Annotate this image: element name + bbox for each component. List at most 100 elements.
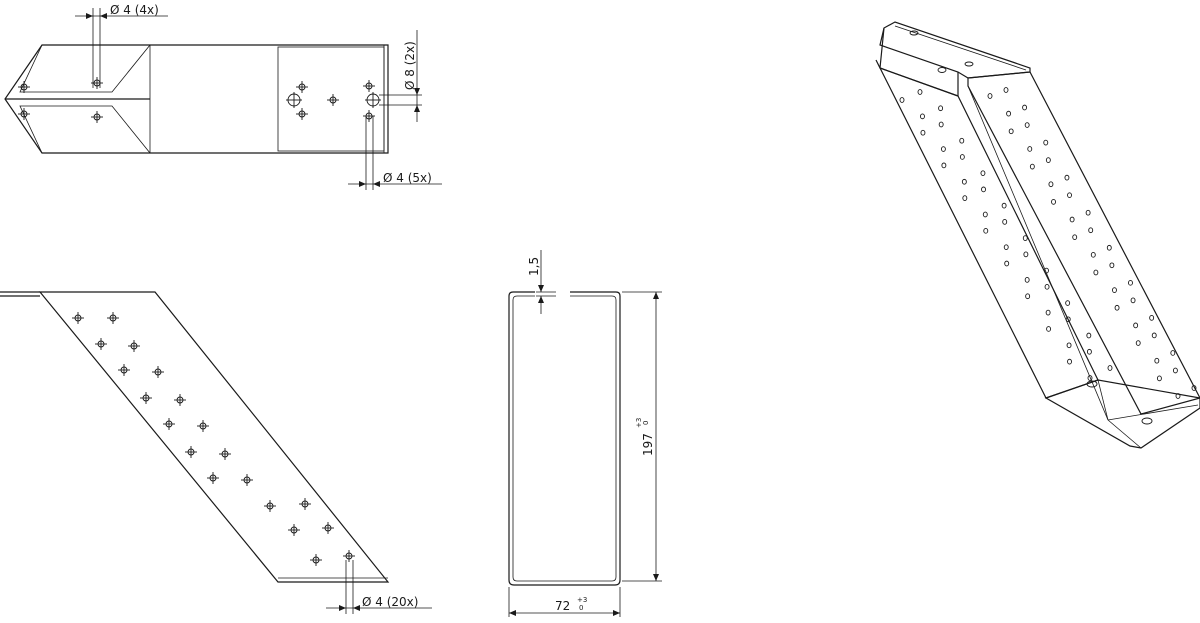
dim-width: 72 +3 0	[508, 587, 621, 617]
hole-icon	[1001, 202, 1007, 209]
iso-inner-edge-3	[1107, 404, 1199, 421]
iso-right-plate	[967, 71, 1200, 415]
hole-icon	[197, 420, 209, 432]
hole-icon	[219, 448, 231, 460]
hole-icon	[1149, 315, 1155, 321]
hole-icon	[1175, 393, 1181, 399]
hole-icon	[987, 93, 993, 99]
hole-icon	[1106, 244, 1112, 251]
hole-icon	[1024, 277, 1030, 283]
dim-top-left: Ø 4 (4x)	[75, 3, 168, 88]
hole-icon	[118, 364, 130, 376]
front-view: Ø 4 (20x)	[0, 291, 432, 614]
hole-icon	[264, 500, 276, 512]
hole-icon	[1023, 251, 1029, 258]
dim-label-height-tol-lower: 0	[642, 421, 650, 425]
hole-icon	[1087, 375, 1093, 381]
dim-label-height-tol-upper: +3	[635, 418, 643, 428]
hole-icon	[327, 94, 339, 106]
hole-icon	[981, 186, 986, 193]
hole-icon	[962, 195, 968, 201]
hole-icon	[1088, 227, 1094, 234]
iso-flange-edge	[894, 25, 1027, 71]
hole-icon	[1046, 326, 1052, 332]
dim-label-top-right-small-holes: Ø 4 (5x)	[383, 171, 432, 185]
hole-icon	[185, 446, 197, 458]
hole-icon	[938, 121, 944, 128]
hole-icon	[1067, 358, 1072, 365]
side-view: 1,5 197 +3 0 72 +3 0	[508, 250, 662, 617]
iso-hole-group	[899, 87, 1197, 399]
hole-icon	[983, 227, 989, 234]
hole-icon	[1107, 365, 1113, 371]
hole-icon	[899, 97, 905, 103]
hole-icon	[1027, 146, 1033, 152]
hole-icon	[1002, 219, 1008, 225]
hole-icon	[107, 312, 119, 324]
hole-icon	[1109, 262, 1115, 269]
large-hole-icon	[1086, 380, 1098, 388]
hole-icon	[1154, 357, 1160, 364]
iso-back-plate	[879, 27, 959, 97]
top-view-outline	[4, 44, 389, 154]
hole-icon	[982, 211, 988, 218]
hole-icon	[1022, 104, 1028, 111]
hole-icon	[1112, 287, 1117, 293]
top-view-left-wing-upper	[19, 44, 151, 93]
hole-icon	[1003, 244, 1009, 251]
dim-label-front-holes: Ø 4 (20x)	[362, 595, 418, 609]
dim-front: Ø 4 (20x)	[326, 560, 432, 614]
hole-icon	[128, 340, 140, 352]
side-view-outline	[508, 291, 621, 586]
large-hole-icon	[365, 92, 381, 108]
front-view-outline	[38, 291, 390, 583]
hole-icon	[207, 472, 219, 484]
hole-icon	[241, 474, 253, 486]
hole-icon	[1151, 332, 1157, 339]
hole-icon	[288, 524, 300, 536]
large-hole-icon	[286, 92, 302, 108]
hole-icon	[343, 550, 355, 562]
hole-icon	[140, 392, 152, 404]
iso-bottom	[1044, 379, 1200, 449]
hole-icon	[1044, 267, 1049, 274]
hole-icon	[163, 418, 175, 430]
iso-inner-edge-2	[1107, 419, 1142, 449]
hole-icon	[1004, 260, 1010, 267]
top-view: Ø 4 (4x) Ø 8 (2x) Ø 4 (5x)	[4, 3, 442, 190]
hole-icon	[1191, 385, 1197, 391]
hole-icon	[959, 137, 965, 144]
hole-icon	[1067, 192, 1072, 199]
dim-height: 197 +3 0	[622, 291, 662, 582]
hole-icon	[1135, 340, 1141, 346]
hole-icon	[1133, 322, 1139, 329]
hole-icon	[72, 312, 84, 324]
hole-icon	[1025, 293, 1031, 300]
hole-icon	[920, 113, 925, 120]
hole-icon	[909, 30, 919, 36]
hole-icon	[296, 81, 308, 93]
hole-icon	[917, 89, 923, 95]
isometric-view	[875, 21, 1200, 449]
hole-icon	[1086, 348, 1092, 355]
top-view-hole-group-left	[18, 77, 103, 123]
dim-label-top-left-holes: Ø 4 (4x)	[110, 3, 159, 17]
iso-fold-line	[967, 85, 1109, 421]
dim-label-width: 72	[555, 599, 570, 613]
hole-icon	[1048, 181, 1054, 188]
hole-icon	[941, 162, 947, 169]
hole-icon	[1069, 216, 1075, 223]
top-view-left-wing-lower	[19, 105, 151, 154]
dim-label-height: 197	[641, 433, 655, 456]
hole-icon	[1085, 209, 1091, 216]
hole-icon	[95, 338, 107, 350]
hole-icon	[1065, 300, 1071, 306]
iso-left-plate	[875, 59, 1099, 399]
hole-icon	[1044, 283, 1050, 290]
hole-icon	[1086, 332, 1092, 339]
hole-icon	[964, 61, 974, 67]
hole-icon	[1008, 128, 1014, 135]
hole-icon	[18, 81, 30, 93]
